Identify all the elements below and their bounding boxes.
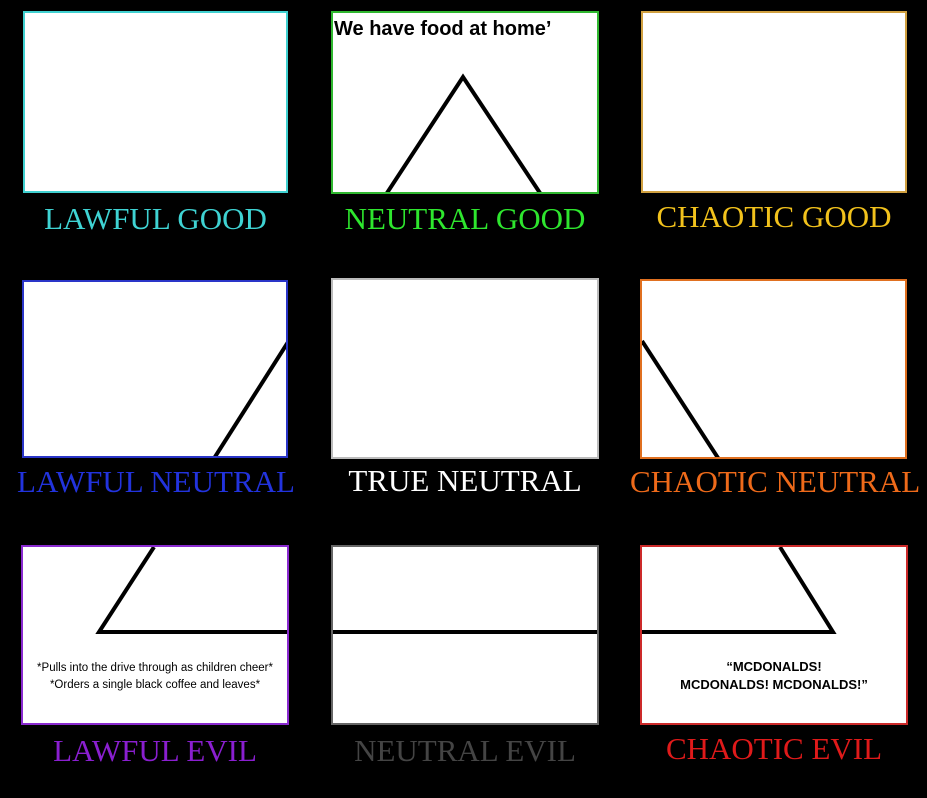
panel-caption-drive-through-1: *Pulls into the drive through as childre… xyxy=(37,662,273,674)
label-lawful-good: LAWFUL GOOD xyxy=(44,201,267,236)
panel-neutral-good: We have food at home’ xyxy=(331,11,599,194)
mountain-line xyxy=(213,341,286,456)
mountain-line xyxy=(642,547,837,634)
panel-chaotic-evil: “MCDONALDS! MCDONALDS! MCDONALDS!” xyxy=(640,545,908,725)
horizon-line xyxy=(333,630,597,634)
label-lawful-evil: LAWFUL EVIL xyxy=(53,733,257,768)
label-lawful-neutral: LAWFUL NEUTRAL xyxy=(17,464,295,499)
panel-caption-mcdonalds-2: MCDONALDS! MCDONALDS!” xyxy=(680,677,868,692)
label-neutral-good: NEUTRAL GOOD xyxy=(344,201,586,236)
panel-neutral-evil xyxy=(331,545,599,725)
panel-lawful-evil: *Pulls into the drive through as childre… xyxy=(21,545,289,725)
mountain-line xyxy=(642,339,720,457)
mountain-line xyxy=(385,73,542,192)
panel-chaotic-neutral xyxy=(640,279,907,459)
label-chaotic-neutral: CHAOTIC NEUTRAL xyxy=(630,464,921,499)
panel-caption-drive-through-2: *Orders a single black coffee and leaves… xyxy=(49,679,261,691)
panel-caption-food-at-home: We have food at home’ xyxy=(334,18,552,40)
panel-chaotic-good xyxy=(641,11,907,193)
panel-lawful-good xyxy=(23,11,288,193)
label-chaotic-good: CHAOTIC GOOD xyxy=(656,199,892,234)
panel-true-neutral xyxy=(331,278,599,459)
label-neutral-evil: NEUTRAL EVIL xyxy=(354,733,576,768)
label-chaotic-evil: CHAOTIC EVIL xyxy=(665,731,883,766)
panel-caption-mcdonalds-1: “MCDONALDS! xyxy=(726,659,822,674)
mountain-line xyxy=(95,547,287,634)
label-true-neutral: TRUE NEUTRAL xyxy=(348,463,582,498)
panel-lawful-neutral xyxy=(22,280,288,458)
